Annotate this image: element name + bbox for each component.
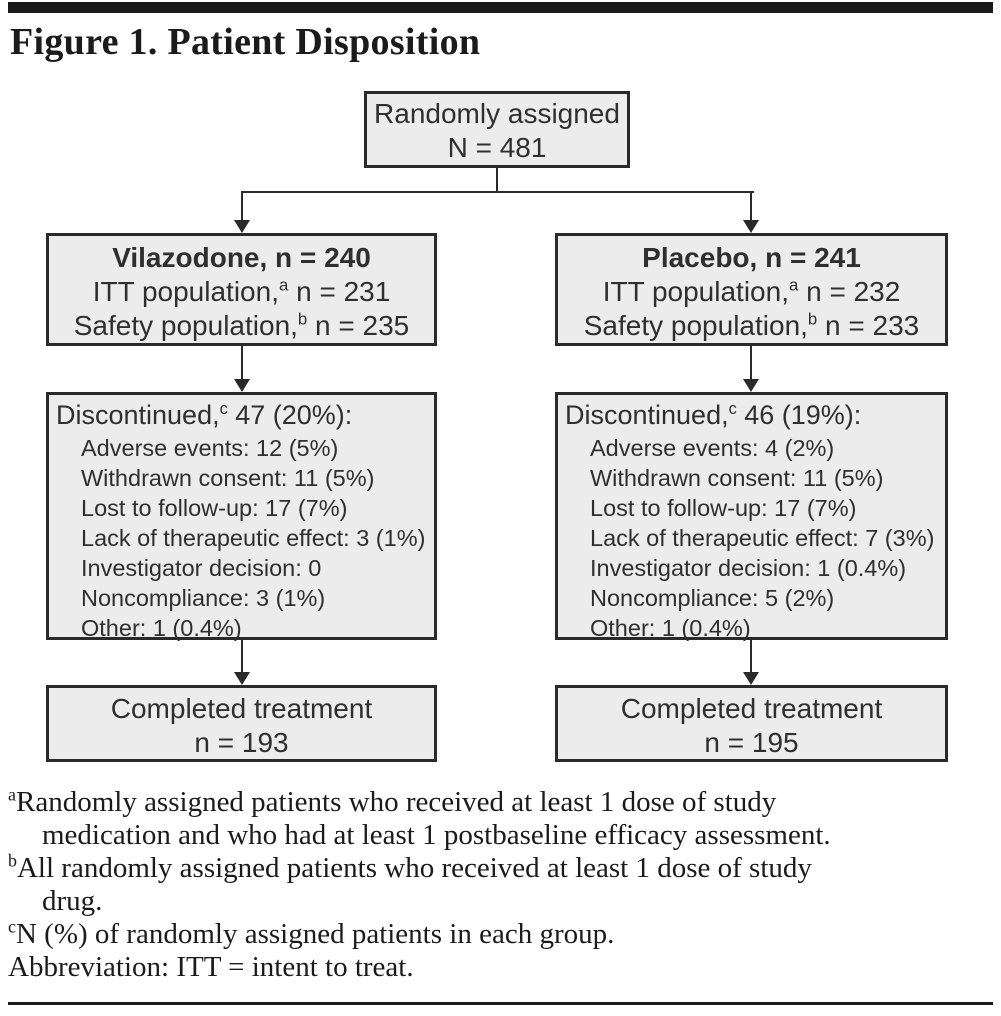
arrow-head-icon [743,672,759,685]
footnote-marker: b [8,850,17,871]
arrow-down-connector-vilazodone-completed [234,640,250,685]
discontinued-reason: Other: 1 (0.4%) [590,615,751,641]
arrow-head-icon [743,379,759,392]
group-title-vilazodone: Vilazodone, n = 240 [112,242,371,273]
footnote-marker-b: b [297,309,308,329]
footnote-marker-a: a [788,275,799,295]
arrow-shaft [241,640,243,674]
placebo-discontinued-box: Discontinued,c 46 (19%): Adverse events:… [555,392,948,641]
itt-pre: ITT population, [602,276,789,307]
arrow-head-icon [234,379,250,392]
discontinued-reason: Withdrawn consent: 11 (5%) [81,465,375,491]
footnote-a-line2: medication and who had at least 1 postba… [8,819,988,852]
footnote-b-line2: drug. [8,885,988,918]
footnote-text: Randomly assigned patients who received … [15,786,777,818]
branch-horizontal-line [241,191,754,193]
figure-title: Figure 1. Patient Disposition [10,21,481,63]
arrow-down-connector-right-branch [743,191,759,233]
completed-line1: Completed treatment [620,693,883,724]
vilazodone-completed-box: Completed treatment n = 193 [46,685,437,762]
footnote-text: drug. [42,885,103,917]
itt-population-line: ITT population,a n = 232 [558,275,945,309]
arrow-head-icon [743,220,759,233]
arrow-down-connector-left-branch [234,191,250,233]
itt-post: n = 231 [288,276,391,307]
discontinued-reason: Investigator decision: 1 (0.4%) [590,555,907,581]
discontinued-reason: Other: 1 (0.4%) [81,615,242,641]
itt-population-line: ITT population,a n = 231 [49,275,434,309]
discontinued-reason: Investigator decision: 0 [81,555,322,581]
itt-pre: ITT population, [92,276,279,307]
footnote-a-line1: aRandomly assigned patients who received… [8,784,988,819]
discontinued-reason: Lost to follow-up: 17 (7%) [590,495,857,521]
safety-post: n = 235 [307,310,410,341]
footnote-c-line1: cN (%) of randomly assigned patients in … [8,916,988,951]
disc-post: 46 (19%): [736,400,862,430]
disc-pre: Discontinued, [565,400,729,430]
footnote-b-line1: bAll randomly assigned patients who rece… [8,850,988,885]
discontinued-reason: Adverse events: 4 (2%) [590,435,835,461]
itt-post: n = 232 [798,276,901,307]
branch-stem-line [496,168,498,192]
arrow-head-icon [234,672,250,685]
bottom-rule-bar [8,1002,993,1005]
discontinued-reason: Noncompliance: 3 (1%) [81,585,326,611]
arrow-down-connector-placebo-discontinued [743,346,759,392]
discontinued-reason: Lost to follow-up: 17 (7%) [81,495,348,521]
completed-count: n = 195 [704,727,799,758]
group-title-placebo: Placebo, n = 241 [642,242,861,273]
vilazodone-group-box: Vilazodone, n = 240 ITT population,a n =… [46,233,437,346]
completed-line1: Completed treatment [110,693,373,724]
footnote-marker-c: c [728,400,737,418]
safety-post: n = 233 [817,310,920,341]
disc-post: 47 (20%): [227,400,353,430]
discontinued-header: Discontinued,c 47 (20%): [49,398,434,433]
discontinued-reason: Noncompliance: 5 (2%) [590,585,835,611]
randomized-count: N = 481 [447,132,547,163]
footnotes: aRandomly assigned patients who received… [8,784,988,984]
footnote-marker-c: c [219,400,228,418]
footnote-text: All randomly assigned patients who recei… [16,852,812,884]
abbreviation-line: Abbreviation: ITT = intent to treat. [8,951,988,984]
randomized-box: Randomly assigned N = 481 [364,91,630,168]
arrow-shaft [750,346,752,381]
top-rule-bar [8,2,993,13]
safety-population-line: Safety population,b n = 233 [558,309,945,343]
completed-count: n = 193 [194,727,289,758]
placebo-group-box: Placebo, n = 241 ITT population,a n = 23… [555,233,948,346]
disc-pre: Discontinued, [56,400,220,430]
arrow-down-connector-vilazodone-discontinued [234,346,250,392]
discontinued-reason: Adverse events: 12 (5%) [81,435,339,461]
discontinued-header: Discontinued,c 46 (19%): [558,398,945,433]
randomized-line1: Randomly assigned [374,98,620,129]
arrow-shaft [750,640,752,674]
arrow-head-icon [234,220,250,233]
footnote-marker: a [8,784,16,805]
discontinued-reason: Withdrawn consent: 11 (5%) [590,465,884,491]
footnote-text: N (%) of randomly assigned patients in e… [15,918,615,950]
footnote-marker: c [8,916,16,937]
arrow-shaft [241,191,243,222]
footnote-marker-a: a [278,275,289,295]
arrow-shaft [750,191,752,222]
footnote-text: Abbreviation: ITT = intent to treat. [8,951,414,983]
discontinued-reason: Lack of therapeutic effect: 7 (3%) [590,525,935,551]
vilazodone-discontinued-box: Discontinued,c 47 (20%): Adverse events:… [46,392,437,641]
placebo-completed-box: Completed treatment n = 195 [555,685,948,762]
safety-population-line: Safety population,b n = 235 [49,309,434,343]
safety-pre: Safety population, [583,310,808,341]
arrow-down-connector-placebo-completed [743,640,759,685]
arrow-shaft [241,346,243,381]
footnote-marker-b: b [807,309,818,329]
footnote-text: medication and who had at least 1 postba… [42,819,831,851]
safety-pre: Safety population, [73,310,298,341]
discontinued-reason: Lack of therapeutic effect: 3 (1%) [81,525,426,551]
